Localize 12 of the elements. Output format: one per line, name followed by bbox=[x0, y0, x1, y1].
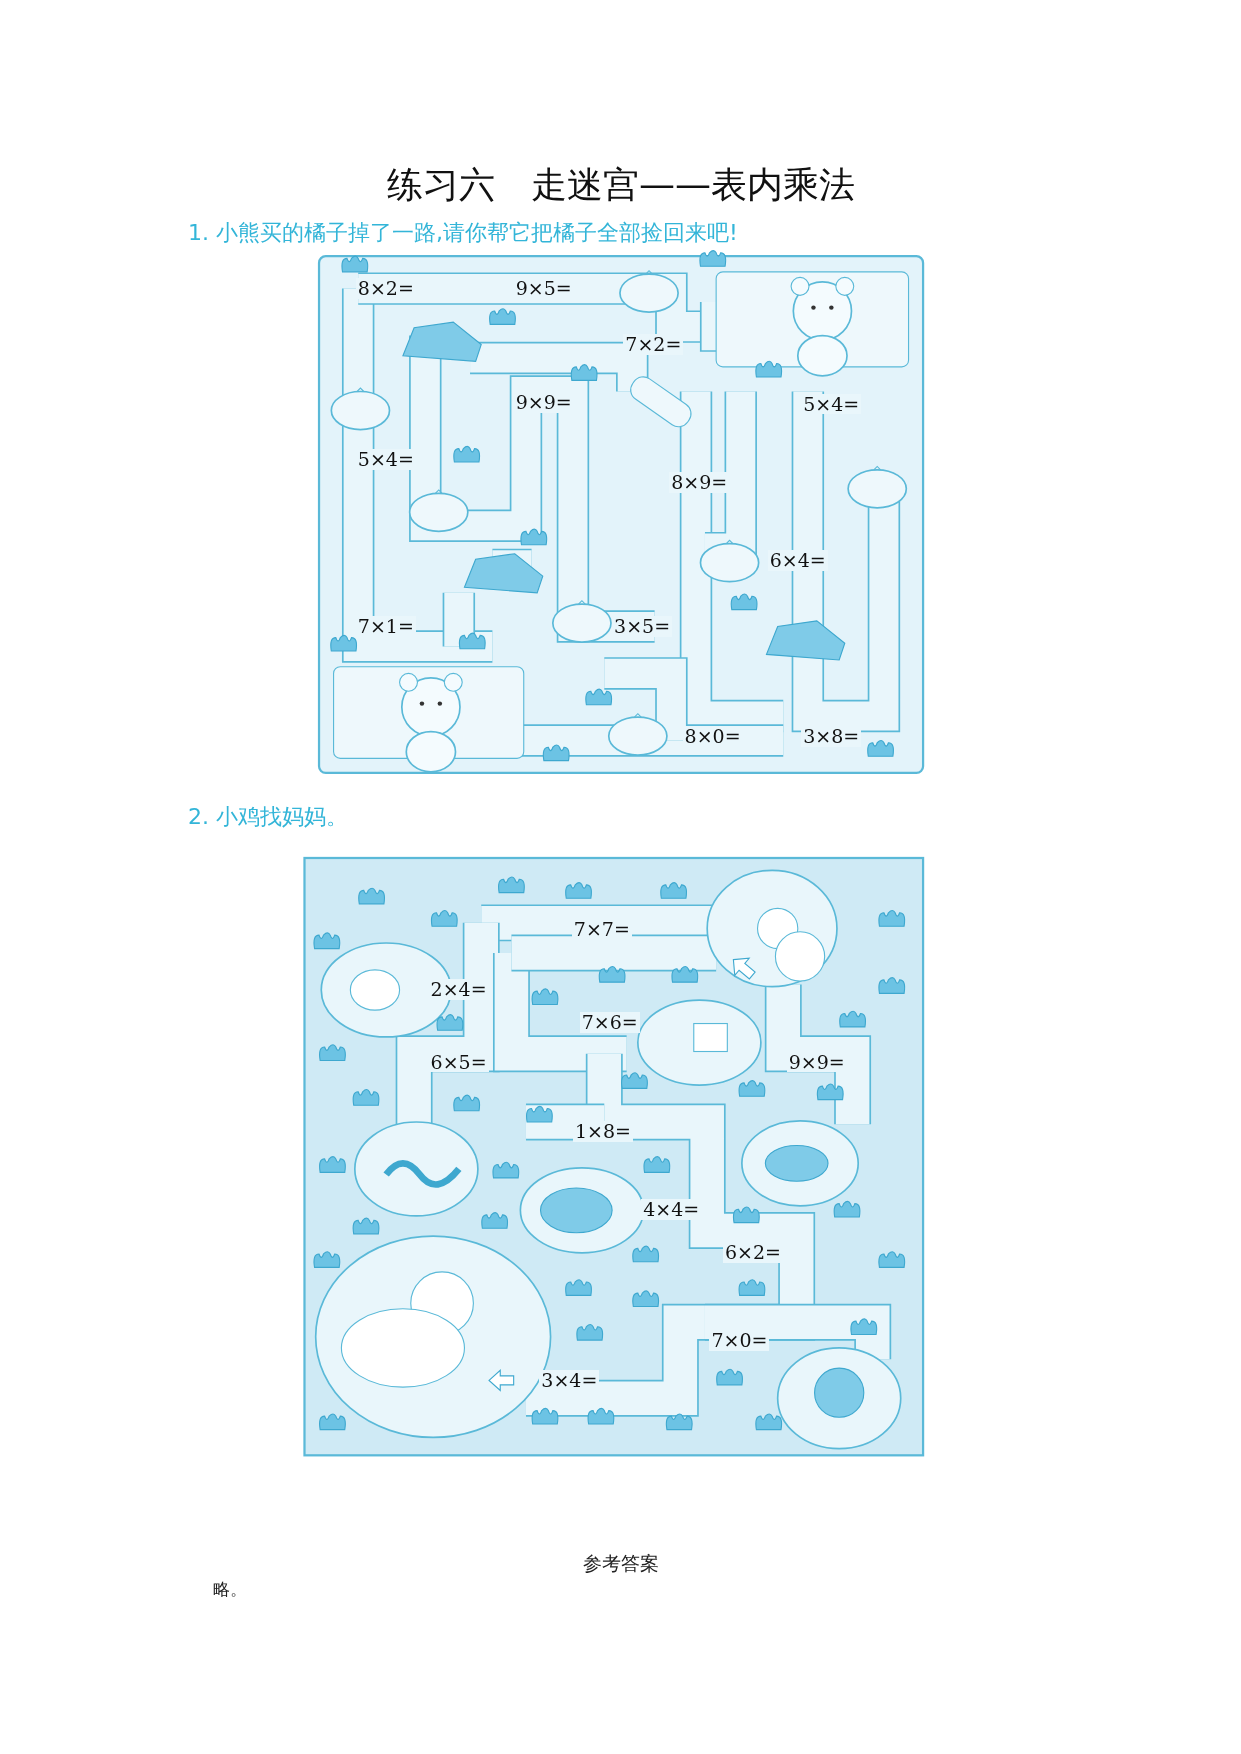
equation-label: 7×6= bbox=[579, 1012, 640, 1034]
question-text: 2. 小鸡找妈妈。 bbox=[188, 804, 348, 829]
answer-text: 略。 bbox=[212, 1579, 247, 1599]
question-text: 1. 小熊买的橘子掉了一路,请你帮它把橘子全部捡回来吧! bbox=[188, 220, 738, 245]
equation-label: 7×2= bbox=[623, 334, 684, 356]
title: 练习六 走迷宫——表内乘法 bbox=[387, 164, 856, 205]
equation-label: 3×5= bbox=[612, 616, 673, 638]
equation-label: 8×9= bbox=[669, 471, 730, 493]
equation-label: 7×0= bbox=[709, 1330, 770, 1352]
equation-label: 6×4= bbox=[767, 550, 828, 572]
equation-label: 5×4= bbox=[801, 393, 862, 415]
answer-heading: 参考答案 bbox=[583, 1552, 660, 1574]
